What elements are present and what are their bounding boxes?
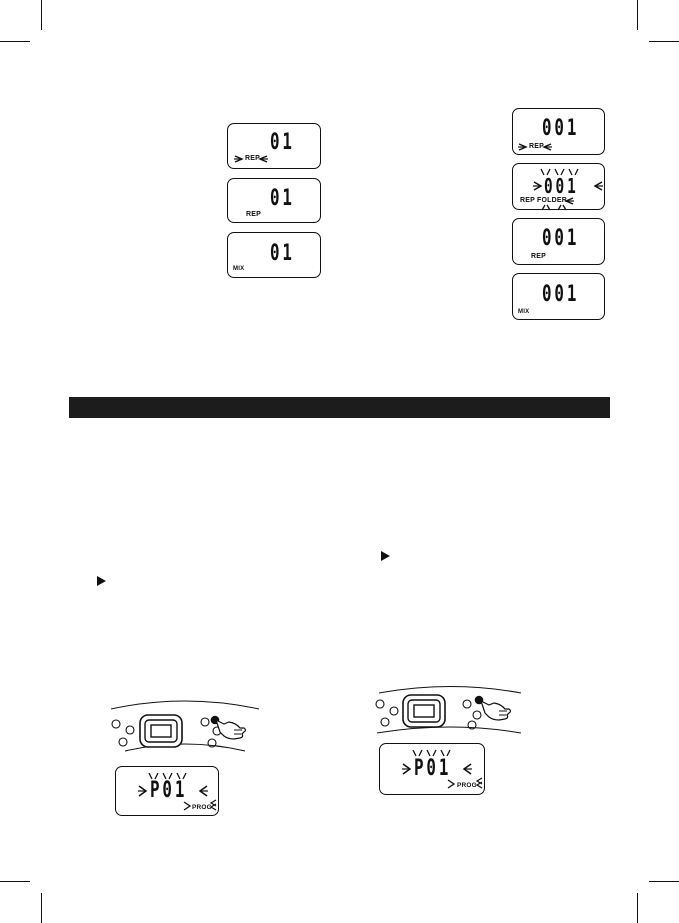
lcd-label: MIX bbox=[518, 309, 530, 315]
blink-arrow-right-icon bbox=[447, 779, 456, 789]
blink-arrow-right-icon bbox=[533, 181, 543, 191]
crop-mark bbox=[637, 0, 638, 30]
play-icon bbox=[97, 576, 106, 586]
pointing-hand-icon bbox=[214, 718, 247, 740]
lcd-digits: 001 bbox=[542, 116, 580, 141]
lcd-display-program: P01 PROG bbox=[115, 766, 219, 816]
crop-mark bbox=[41, 0, 42, 30]
lcd-label-folder: FOLDER bbox=[537, 197, 567, 204]
lcd-label: REP bbox=[246, 211, 261, 218]
blink-arrow-right-icon bbox=[518, 143, 528, 151]
lcd-display-repeat-all: 01 REP bbox=[227, 178, 321, 223]
blink-arrow-right-icon bbox=[234, 155, 244, 163]
blink-arrow-left-icon bbox=[198, 785, 208, 797]
section-header-band bbox=[69, 397, 610, 418]
blink-rays-top-icon bbox=[148, 772, 187, 780]
lcd-display-repeat-one: 001 REP bbox=[512, 108, 605, 155]
lcd-label: REP bbox=[245, 155, 260, 162]
blink-arrow-right-icon bbox=[183, 801, 192, 811]
blink-arrow-left-icon bbox=[564, 197, 574, 205]
play-icon bbox=[381, 551, 390, 561]
lcd-digits: 001 bbox=[542, 226, 580, 251]
lcd-digits: 01 bbox=[270, 130, 295, 155]
crop-mark bbox=[41, 893, 42, 923]
lcd-display-repeat-one: 01 REP bbox=[227, 123, 321, 169]
blink-arrow-right-icon bbox=[402, 763, 412, 775]
crop-mark bbox=[649, 41, 679, 42]
lcd-digits: 01 bbox=[270, 186, 295, 211]
lcd-digits: 001 bbox=[542, 282, 580, 307]
lcd-display-repeat-folder: 001 REP FOLDER bbox=[512, 163, 605, 211]
lcd-display-mix: 01 MIX bbox=[227, 232, 321, 278]
blink-arrow-left-icon bbox=[593, 181, 603, 191]
crop-mark bbox=[0, 41, 30, 42]
blink-rays-top-icon bbox=[412, 749, 451, 757]
crop-mark bbox=[0, 881, 30, 882]
lcd-label: REP bbox=[531, 253, 546, 260]
player-top-illustration bbox=[110, 700, 260, 752]
blink-arrow-left-icon bbox=[542, 143, 552, 151]
lcd-display-mix: 001 MIX bbox=[512, 273, 605, 320]
blink-arrow-left-icon bbox=[462, 763, 472, 775]
lcd-display-repeat-all: 001 REP bbox=[512, 218, 605, 265]
lcd-digits: 01 bbox=[270, 241, 295, 266]
blink-arrow-right-icon bbox=[138, 785, 148, 797]
crop-mark bbox=[649, 881, 679, 882]
blink-arrow-left-icon bbox=[209, 799, 217, 811]
blink-arrow-left-icon bbox=[258, 155, 268, 163]
pointing-hand-icon bbox=[479, 699, 512, 721]
lcd-label: MIX bbox=[233, 266, 245, 272]
player-top-illustration bbox=[375, 686, 522, 734]
blink-rays-bottom-icon bbox=[541, 204, 567, 211]
blink-rays-top-icon bbox=[540, 168, 579, 176]
lcd-display-program: P01 PROG bbox=[379, 743, 485, 795]
lcd-label: PROG bbox=[457, 782, 477, 789]
lcd-digits: P01 bbox=[150, 778, 188, 803]
lcd-label: PROG bbox=[192, 804, 212, 811]
lcd-label: REP bbox=[529, 143, 544, 150]
lcd-label: REP bbox=[520, 197, 535, 204]
lcd-digits: P01 bbox=[414, 756, 452, 781]
blink-arrow-left-icon bbox=[475, 777, 483, 789]
lcd-digits: 001 bbox=[544, 174, 579, 198]
crop-mark bbox=[637, 893, 638, 923]
